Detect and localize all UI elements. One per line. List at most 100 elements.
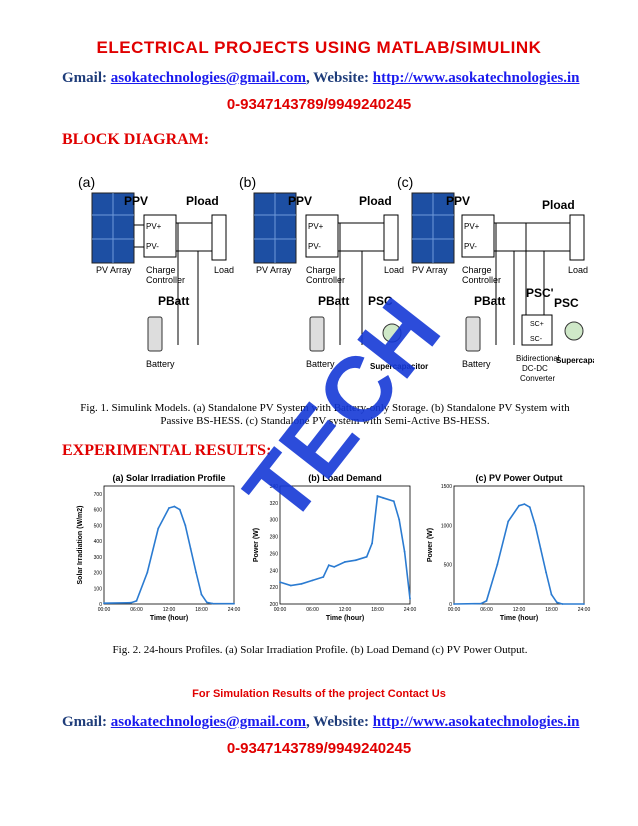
chart-a-data-point (200, 593, 203, 596)
pbatt-a: PBatt (158, 294, 189, 308)
chart-c-xtick: 06:00 (480, 607, 493, 613)
chart-c-data-point (556, 601, 558, 604)
svg-text:Controller: Controller (462, 275, 501, 285)
experimental-results-heading: EXPERIMENTAL RESULTS: (62, 442, 272, 459)
svg-text:Battery: Battery (146, 359, 175, 369)
chart-a-ytick: 700 (94, 492, 103, 498)
chart-a-xlabel: Time (hour) (150, 615, 188, 622)
chart-a-title: (a) Solar Irradiation Profile (112, 473, 225, 483)
chart-b-data-point (376, 495, 379, 497)
svg-text:PV+: PV+ (308, 222, 324, 231)
pbatt-c: PBatt (474, 294, 505, 308)
svg-text:Charge: Charge (462, 265, 492, 275)
gmail-label-bottom: Gmail: (62, 714, 107, 730)
charge-controller-b (305, 214, 339, 258)
chart-a-data-point (135, 600, 138, 602)
chart-c-data-point (583, 603, 585, 605)
chart-b-ytick: 340 (270, 484, 279, 490)
battery-a (147, 316, 163, 352)
chart-c-data-point (539, 548, 542, 550)
chart-b-xtick: 00:00 (274, 607, 287, 613)
chart-c-ytick: 0 (449, 602, 452, 608)
block-diagram: (a) PPV PV+ PV- Pload PV Array Charge Co… (78, 174, 594, 383)
pload-c: Pload (542, 198, 575, 212)
svg-text:Battery: Battery (462, 359, 491, 369)
chart-a-frame (103, 485, 235, 605)
chart-a-data-point (157, 527, 160, 530)
fig2-caption: Fig. 2. 24-hours Profiles. (a) Solar Irr… (112, 644, 528, 656)
chart-b-data-point (382, 496, 384, 499)
load-c (569, 214, 585, 261)
svg-text:Charge: Charge (306, 265, 336, 275)
supercapacitor-c (564, 321, 584, 341)
email-link[interactable]: asokatechnologies@gmail.com (110, 70, 306, 86)
chart-c-data-point (453, 603, 455, 605)
phone-number-bottom: 0-9347143789/9949240245 (226, 740, 412, 757)
chart-a-ytick: 400 (94, 539, 103, 545)
panel-c-label: (c) (397, 174, 413, 190)
chart-a-ylabel: Solar Irradiation (W/m2) (77, 506, 84, 585)
chart-c-ytick: 1000 (441, 523, 452, 529)
block-diagram-heading: BLOCK DIAGRAM: (62, 131, 210, 148)
chart-b-ytick: 240 (270, 568, 279, 574)
svg-text:SC+: SC+ (530, 321, 544, 328)
chart-a-data-point (130, 601, 132, 604)
svg-text:PV Array: PV Array (256, 265, 292, 275)
chart-c-title: (c) PV Power Output (475, 473, 562, 483)
svg-text:Controller: Controller (306, 275, 345, 285)
website-link[interactable]: http://www.asokatechnologies.in (372, 70, 580, 86)
dc-dc-converter-c (521, 314, 553, 346)
chart-b-ytick: 200 (270, 602, 279, 608)
chart-c-data-point (518, 504, 520, 507)
chart-a-xtick: 24:00 (228, 607, 241, 613)
chart-a-data-point (168, 507, 170, 509)
svg-text:SC-: SC- (530, 336, 543, 343)
chart-c-data-point (496, 563, 499, 566)
chart-c-xlabel: Time (hour) (500, 615, 538, 622)
charge-controller-a (143, 214, 177, 258)
chart-b-data-point (327, 564, 330, 567)
profiles-charts: (a) Solar Irradiation Profile01002003004… (77, 473, 591, 622)
chart-b-xtick: 18:00 (371, 607, 384, 613)
pload-a: Pload (186, 194, 219, 208)
pload-b: Pload (359, 194, 392, 208)
chart-b-data-point (365, 555, 368, 558)
panel-a-label: (a) (78, 174, 95, 190)
chart-b-data-point (398, 518, 401, 521)
contact-line-top: Gmail: asokatechnologies@gmail.com, Webs… (62, 70, 579, 87)
chart-c-xtick: 24:00 (578, 607, 591, 613)
chart-c-ytick: 1500 (441, 484, 452, 490)
chart-a-xtick: 12:00 (163, 607, 176, 613)
svg-text:Battery: Battery (306, 359, 335, 369)
pbatt-b: PBatt (318, 294, 349, 308)
chart-b-data-point (289, 584, 292, 587)
svg-text:DC-DC: DC-DC (522, 364, 548, 373)
chart-c-ytick: 500 (444, 563, 453, 569)
chart-a-data-point (103, 602, 105, 605)
chart-c-data-point (550, 593, 553, 596)
ppv-a: PPV (124, 194, 148, 208)
chart-b-xtick: 12:00 (339, 607, 352, 613)
website-label-bottom: , Website: (305, 714, 370, 730)
battery-b (309, 316, 325, 352)
chart-a-data-point (184, 524, 187, 527)
chart-b-data-point (371, 542, 373, 545)
chart-b-data-point (311, 579, 314, 582)
chart-a-ytick: 300 (94, 555, 103, 561)
email-link-bottom[interactable]: asokatechnologies@gmail.com (110, 714, 306, 730)
chart-b-data-point (354, 559, 357, 562)
chart-a-xtick: 06:00 (130, 607, 143, 613)
svg-text:Controller: Controller (146, 275, 185, 285)
phone-number: 0-9347143789/9949240245 (226, 96, 412, 113)
chart-b-ylabel: Power (W) (253, 528, 260, 562)
chart-b-data-point (300, 582, 303, 585)
chart-b-ytick: 280 (270, 535, 279, 541)
panel-b-label: (b) (239, 174, 256, 190)
svg-text:PV Array: PV Array (412, 265, 448, 275)
chart-a-data-point (173, 505, 176, 508)
website-link-bottom[interactable]: http://www.asokatechnologies.in (372, 714, 580, 730)
chart-b-ytick: 300 (270, 518, 279, 524)
svg-text:Supercapacitor: Supercapacitor (556, 356, 594, 365)
chart-a-ytick: 0 (99, 602, 102, 608)
